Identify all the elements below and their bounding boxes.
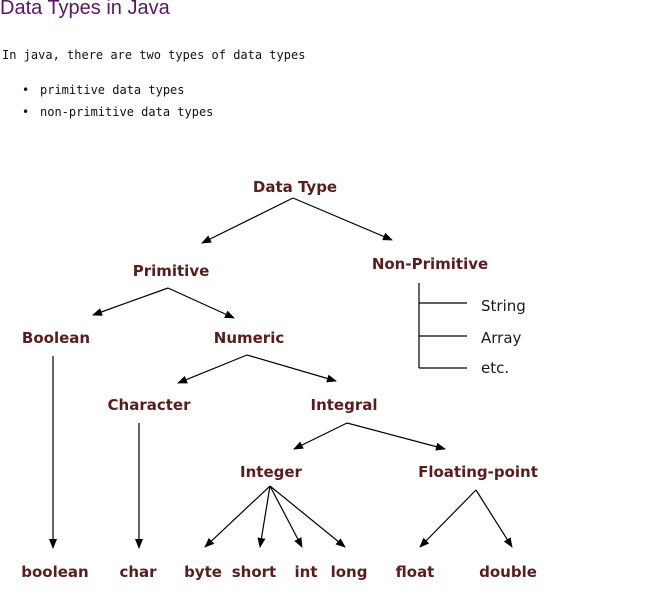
node-primitive: Primitive [133,262,210,280]
list-item-label: non-primitive data types [40,105,214,119]
edge-primitive-boolean [92,287,169,316]
edge-integral-floating-point [346,422,446,451]
node-boolean: Boolean [22,329,90,347]
bullet-icon: • [22,105,30,119]
node-data-type: Data Type [253,178,337,196]
list-item-label: primitive data types [40,83,185,97]
edge-floating-double [475,489,513,548]
edge-integral-integer [293,422,348,450]
diagram-nodes: Data Type Primitive Non-Primitive Boolea… [22,178,538,481]
leaf-double: double [479,563,537,581]
leaf-boolean: boolean [21,563,88,581]
non-primitive-items: String Array etc. [481,297,526,377]
node-character: Character [108,396,192,414]
item-string: String [481,297,526,315]
node-non-primitive: Non-Primitive [372,255,488,273]
edge-primitive-numeric [167,287,235,319]
page-title: Data Types in Java [0,0,170,19]
leaf-float: float [396,563,435,581]
intro-text: In java, there are two types of data typ… [2,48,306,62]
diagram-edges [49,197,513,549]
edge-integer-byte [204,485,271,548]
node-numeric: Numeric [214,329,284,347]
list-item: • non-primitive data types [22,104,213,126]
edge-root-non-primitive [292,197,393,241]
list-item: • primitive data types [22,82,213,104]
leaf-short: short [232,563,276,581]
node-integer: Integer [240,463,303,481]
edge-numeric-integral [246,354,337,383]
node-integral: Integral [310,396,377,414]
primitive-leaves: boolean char byte short int long float d… [21,563,537,581]
leaf-char: char [119,563,157,581]
edge-integer-short [257,485,271,548]
edge-root-primitive [201,197,294,244]
item-array: Array [481,329,522,347]
data-types-list: • primitive data types • non-primitive dat… [22,82,213,126]
node-floating-point: Floating-point [418,463,538,481]
leaf-long: long [331,563,368,581]
bullet-icon: • [22,83,30,97]
edge-integer-int [269,485,303,548]
edge-numeric-character [177,354,248,384]
edge-integer-long [269,485,346,548]
item-etc: etc. [481,359,509,377]
leaf-byte: byte [184,563,222,581]
edge-floating-float [419,489,477,548]
leaf-int: int [295,563,318,581]
